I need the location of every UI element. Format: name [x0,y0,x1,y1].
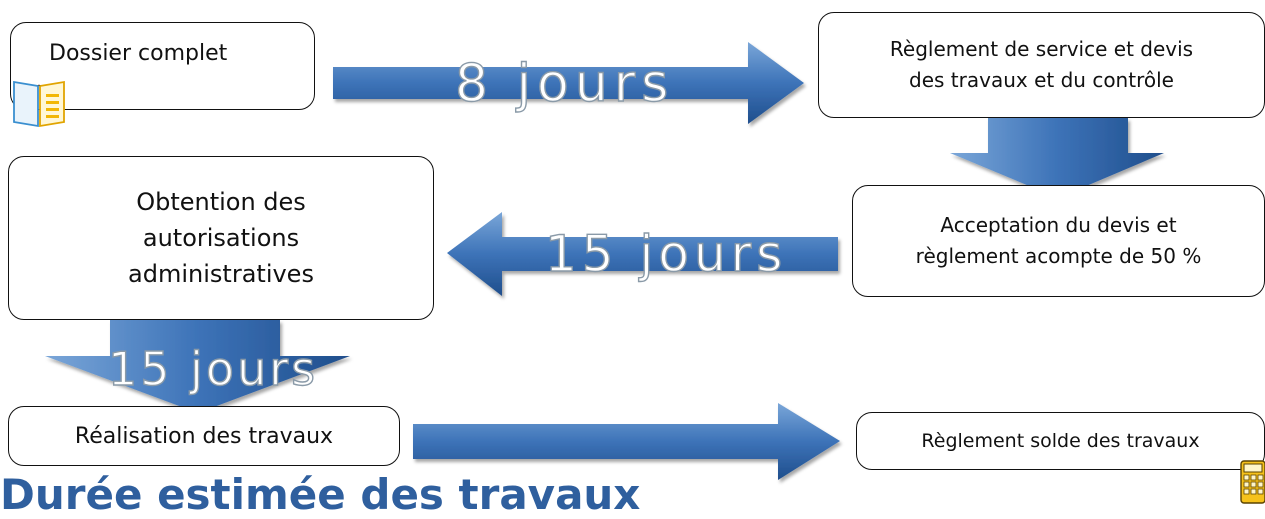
arrow-down-1 [950,118,1164,198]
arrow-right-1 [333,42,804,124]
step-solde-label: Règlement solde des travaux [921,430,1200,452]
step-acceptation-devis: Acceptation du devis et règlement acompt… [852,185,1265,297]
open-book-icon [13,80,65,128]
step-realisation-label: Réalisation des travaux [74,423,334,449]
arrow-left-1 [447,212,838,296]
step-obtention-label: Obtention des autorisations administrati… [128,188,314,288]
step-reglement-label: Règlement de service et devis des travau… [889,37,1194,92]
calculator-icon [1240,460,1265,504]
page-title: Durée estimée des travaux [0,470,641,519]
step-obtention-autorisations: Obtention des autorisations administrati… [8,156,434,320]
step-reglement-solde: Règlement solde des travaux [856,412,1265,470]
duration-label-1: 8 jours [455,54,674,114]
flow-arrows: 8 jours 15 jours 15 jours [45,42,1164,480]
duration-label-3: 15 jours [108,342,318,396]
arrow-down-2 [45,320,350,413]
duration-label-2: 15 jours [545,225,787,283]
arrow-right-2 [413,403,840,480]
step-reglement-devis: Règlement de service et devis des travau… [818,12,1265,118]
step-acceptation-label: Acceptation du devis et règlement acompt… [915,213,1202,268]
step-realisation-travaux: Réalisation des travaux [8,406,400,466]
step-dossier-label: Dossier complet [49,41,228,66]
